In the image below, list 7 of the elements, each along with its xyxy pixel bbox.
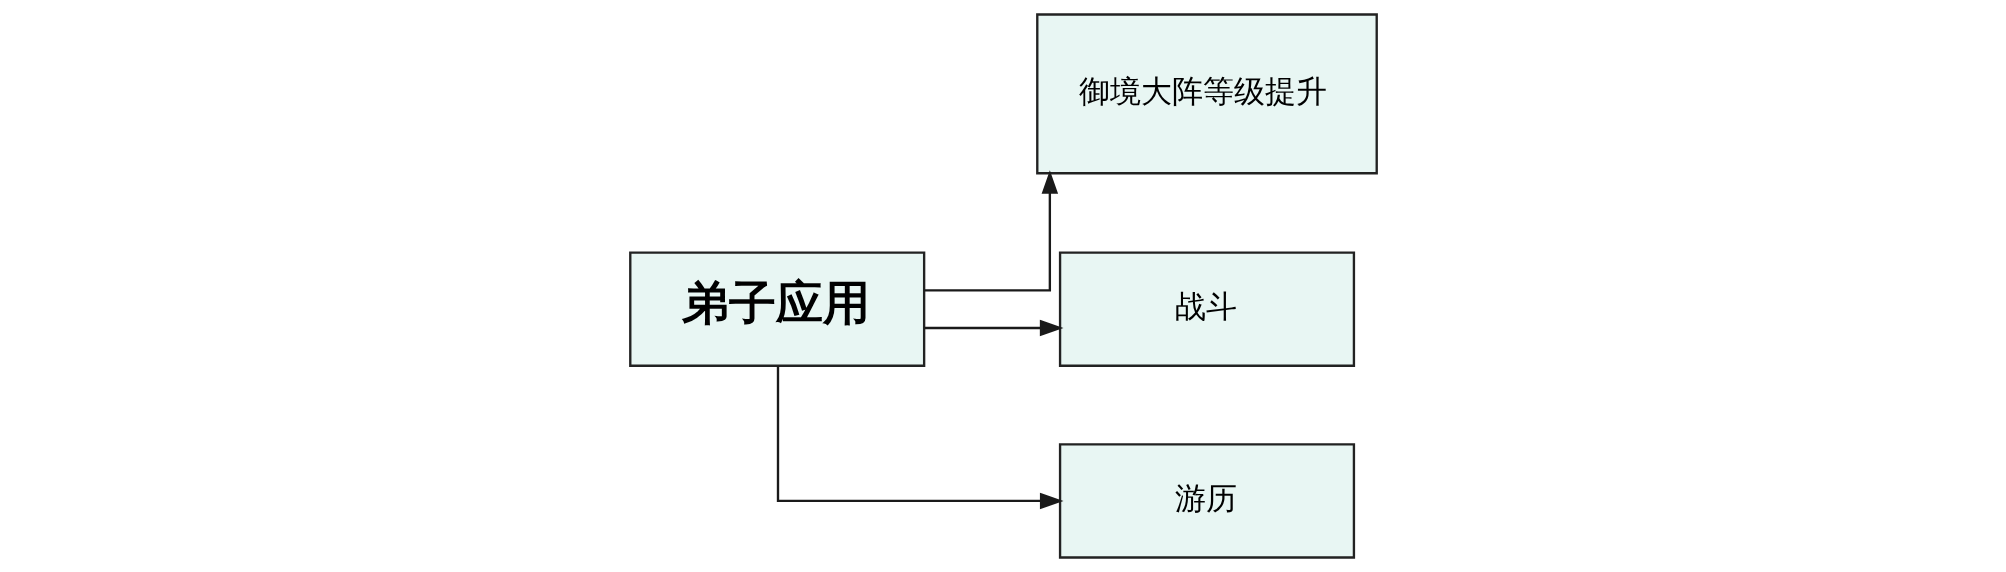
node-box: 御境大阵等级提升 (1035, 13, 1378, 175)
arrow (923, 170, 1058, 292)
node-box: 弟子应用 (628, 251, 925, 367)
arrow (924, 319, 1063, 337)
arrow (776, 366, 1064, 510)
node-box: 战斗 (1058, 251, 1355, 367)
node-box: 游历 (1058, 443, 1355, 559)
